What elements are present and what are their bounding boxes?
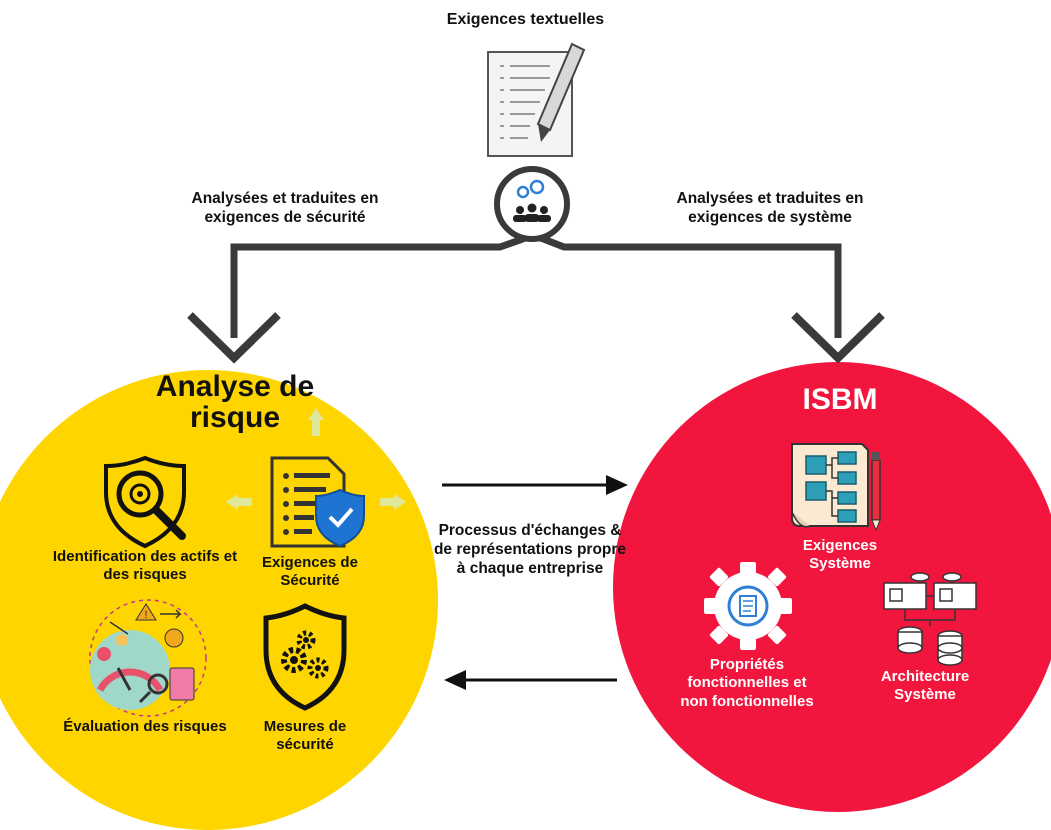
risk-analysis-title: Analyse de risque (155, 370, 315, 434)
risk-evaluation-icon: ! (89, 599, 207, 717)
arrow-to-risk-head (444, 670, 466, 690)
properties-label: Propriétés fonctionnelles et non fonctio… (680, 656, 814, 710)
left-down-arrow (187, 312, 281, 364)
left-branch-label: Analysées et traduites en exigences de s… (191, 190, 379, 226)
risk-analysis-circle (0, 370, 438, 830)
document-shield-icon (270, 456, 365, 548)
right-branch-label: Analysées et traduites en exigences de s… (676, 190, 864, 226)
exchange-label: Processus d'échanges & de représentation… (433, 522, 627, 577)
architecture-label: Architecture Système (880, 668, 970, 704)
document-pencil-icon (487, 42, 586, 157)
cross-arrows-icon (226, 408, 406, 510)
security-requirements-label: Exigences de Sécurité (262, 554, 358, 590)
system-requirements-label: Exigences Système (802, 537, 878, 573)
security-measures-label: Mesures de sécurité (263, 718, 347, 754)
identification-label: Identification des actifs et des risques (52, 548, 238, 584)
system-diagram-icon (791, 443, 881, 532)
gear-document-icon (704, 562, 792, 650)
top-label: Exigences textuelles (446, 11, 605, 28)
evaluation-label: Évaluation des risques (63, 718, 227, 735)
svg-text:!: ! (144, 609, 147, 621)
isbm-title: ISBM (802, 383, 878, 416)
team-gears-icon (494, 166, 570, 242)
shield-magnifier-icon (104, 455, 186, 549)
branch-connector (230, 233, 842, 338)
arrow-to-isbm-head (606, 475, 628, 495)
isbm-circle (613, 362, 1051, 812)
right-down-arrow (791, 312, 885, 364)
architecture-blocks-icon (883, 572, 977, 666)
shield-gears-icon (263, 603, 347, 711)
connector-layer: ! (89, 42, 977, 717)
